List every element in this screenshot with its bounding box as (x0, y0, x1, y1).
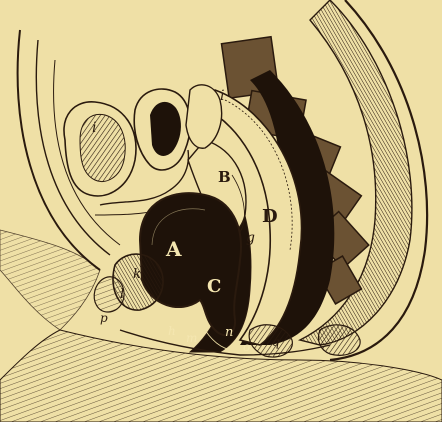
label-n: n (225, 325, 233, 340)
label-q: q (272, 335, 280, 349)
label-i-top: i (220, 88, 224, 104)
label-m: m (186, 331, 197, 345)
label-k: k (133, 267, 141, 282)
label-g: g (246, 230, 255, 246)
label-B: B (218, 168, 231, 186)
label-p: p (100, 311, 108, 325)
label-h: h (168, 324, 176, 338)
label-C: C (207, 276, 221, 297)
label-A: A (165, 237, 182, 261)
label-i-left: i (92, 120, 96, 136)
label-l: l (120, 287, 124, 302)
label-o: o (243, 340, 250, 354)
label-D: D (262, 206, 278, 227)
